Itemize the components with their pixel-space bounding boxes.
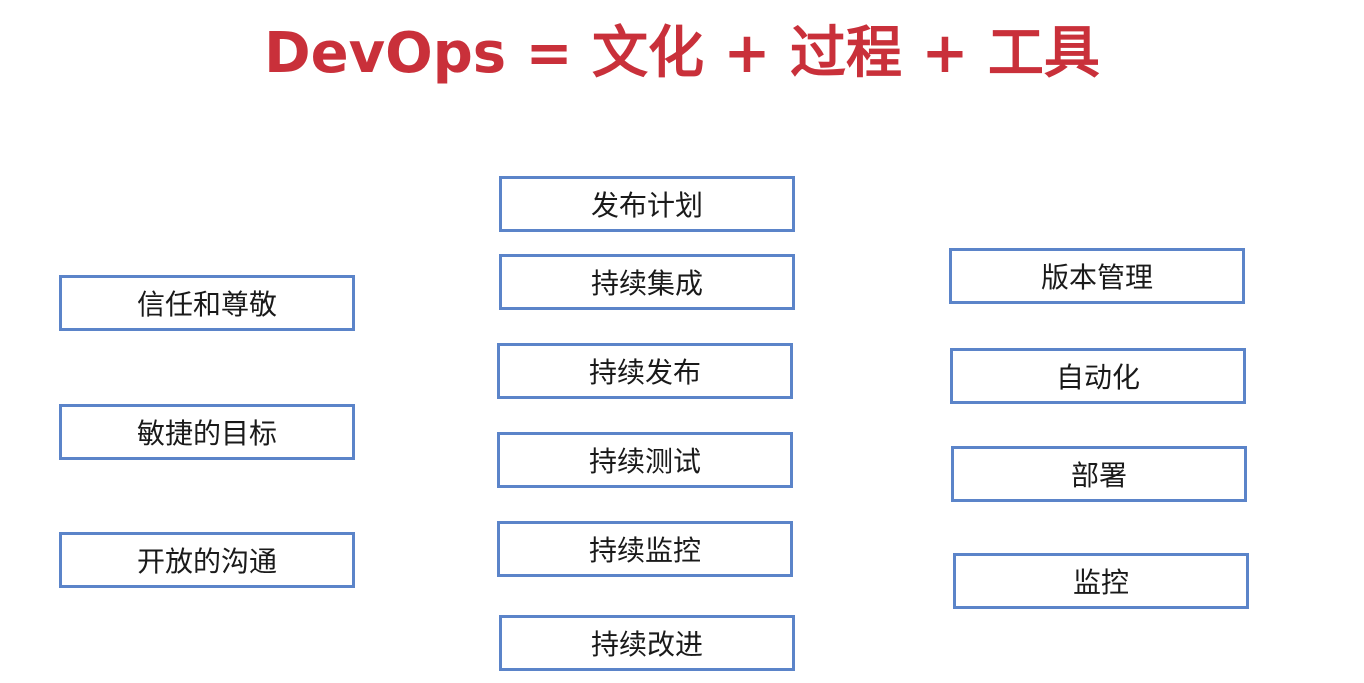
process-item-release-planning: 发布计划: [499, 176, 795, 232]
culture-item-trust-respect: 信任和尊敬: [59, 275, 355, 331]
process-item-continuous-integration: 持续集成: [499, 254, 795, 310]
process-item-continuous-monitoring: 持续监控: [497, 521, 793, 577]
process-item-continuous-improvement: 持续改进: [499, 615, 795, 671]
culture-item-open-communication: 开放的沟通: [59, 532, 355, 588]
tools-item-monitoring: 监控: [953, 553, 1249, 609]
culture-item-agile-goals: 敏捷的目标: [59, 404, 355, 460]
tools-item-deployment: 部署: [951, 446, 1247, 502]
tools-item-version-control: 版本管理: [949, 248, 1245, 304]
process-item-continuous-testing: 持续测试: [497, 432, 793, 488]
process-item-continuous-delivery: 持续发布: [497, 343, 793, 399]
tools-item-automation: 自动化: [950, 348, 1246, 404]
page-title: DevOps = 文化 + 过程 + 工具: [264, 21, 1100, 86]
